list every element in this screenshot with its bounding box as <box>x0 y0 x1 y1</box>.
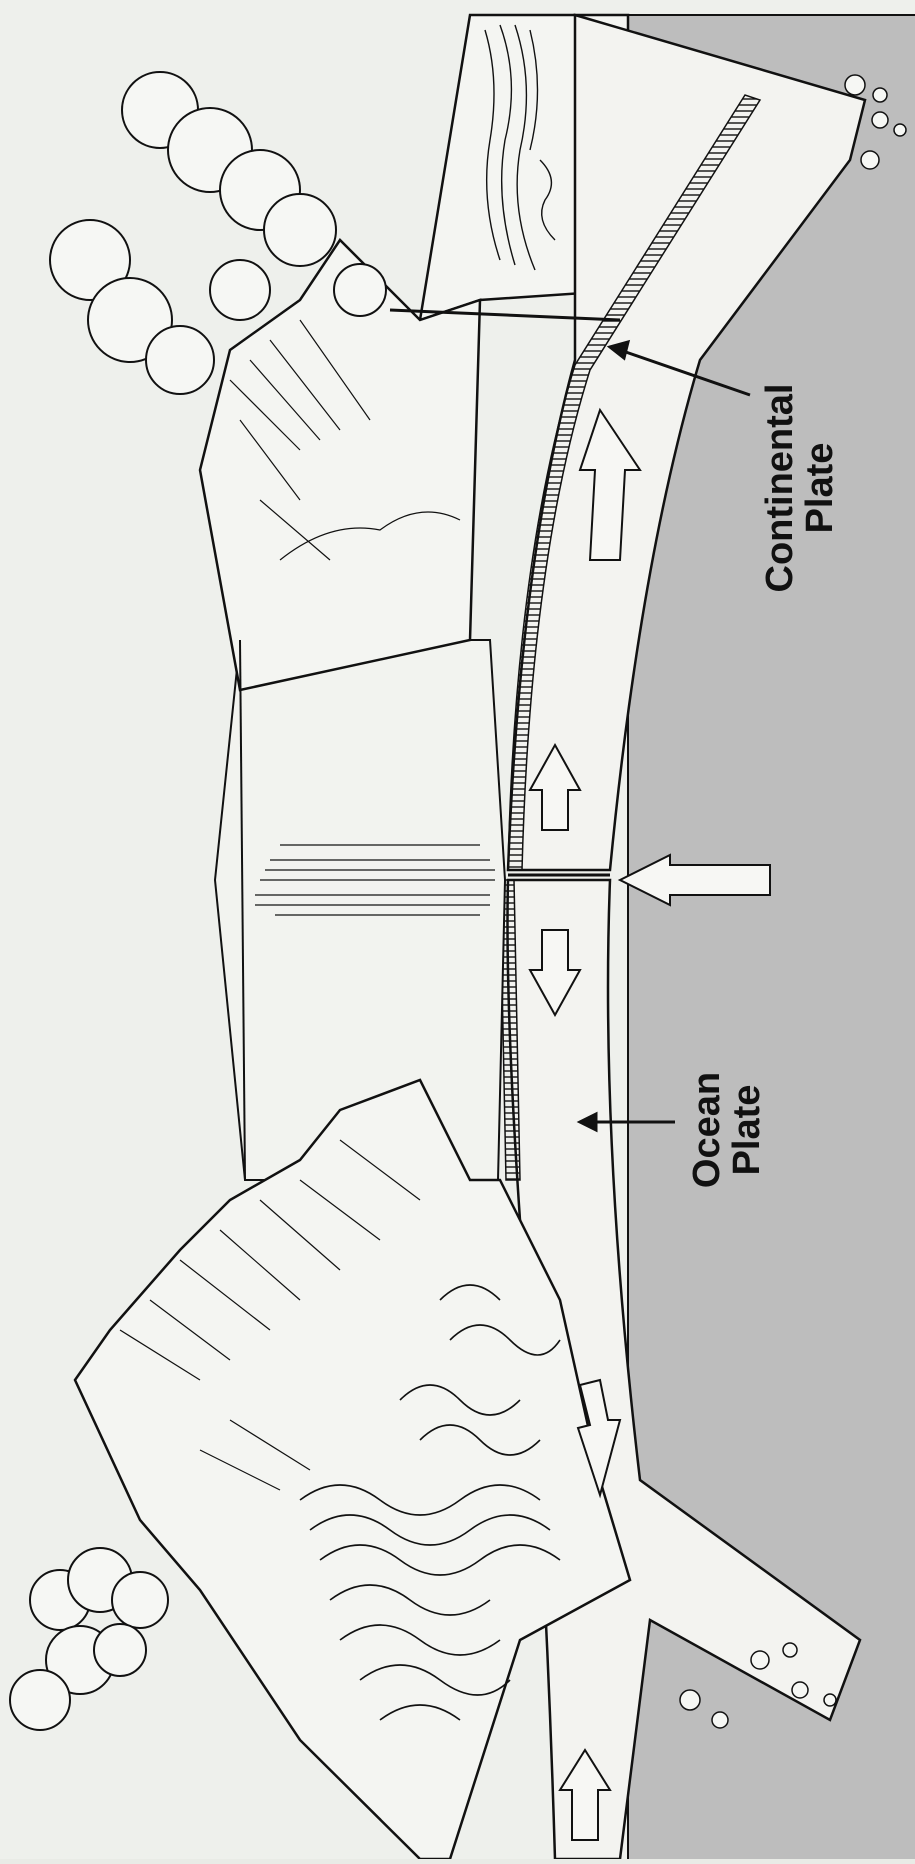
continental-plate-label: Continental Plate <box>761 384 841 593</box>
ocean-water <box>215 640 505 1180</box>
continental-plate-label-text: Continental Plate <box>761 384 841 593</box>
ocean-plate-label: Ocean Plate <box>688 1072 768 1188</box>
ocean-plate-label-text: Ocean Plate <box>688 1072 768 1188</box>
